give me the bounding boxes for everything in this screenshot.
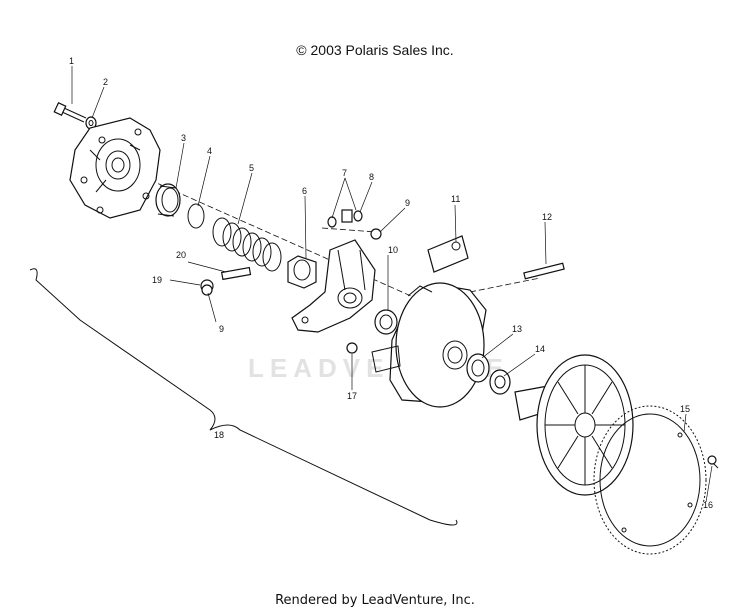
part-12-pin <box>523 262 565 280</box>
callout-9-lower: 9 <box>219 324 224 334</box>
callout-17: 17 <box>347 391 357 401</box>
callout-3: 3 <box>181 133 186 143</box>
callout-20: 20 <box>176 250 186 260</box>
callout-5: 5 <box>249 163 254 173</box>
part-2-washer <box>85 116 97 130</box>
moveable-sheave <box>371 282 487 408</box>
callout-4: 4 <box>207 146 212 156</box>
callout-2: 2 <box>103 77 108 87</box>
callout-18: 18 <box>214 430 224 440</box>
callout-9-upper: 9 <box>405 198 410 208</box>
part-10-washer <box>374 309 398 335</box>
callout-12: 12 <box>542 212 552 222</box>
center-axis-line <box>149 179 421 301</box>
part-9-nut-upper <box>370 228 382 240</box>
rendered-by-footer: Rendered by LeadVenture, Inc. <box>275 593 475 608</box>
leader-lines <box>71 66 713 503</box>
callout-8: 8 <box>369 172 374 182</box>
callout-6: 6 <box>302 186 307 196</box>
callout-16: 16 <box>703 500 713 510</box>
part-3-bushing <box>155 183 181 217</box>
callout-1: 1 <box>69 56 74 66</box>
part-16-screw <box>707 455 719 469</box>
part-20-pin <box>220 266 252 281</box>
cover-plate <box>69 117 161 219</box>
part-1-bolt <box>53 101 87 123</box>
spider-arm <box>291 239 376 333</box>
part-15-ring-gear <box>593 405 707 555</box>
part-13-bushing <box>466 353 490 383</box>
part-5-spring <box>212 217 282 272</box>
assembly-bracket <box>29 268 458 526</box>
callout-13: 13 <box>512 324 522 334</box>
callout-11: 11 <box>451 194 460 204</box>
callout-19: 19 <box>152 275 162 285</box>
callout-15: 15 <box>680 404 690 414</box>
part-11-plate <box>427 235 469 273</box>
callout-14: 14 <box>535 344 545 354</box>
part-17-screw <box>346 342 358 354</box>
part-6-roller <box>287 255 317 289</box>
fixed-sheave <box>514 354 634 496</box>
part-4-snap-ring <box>187 203 205 229</box>
part-14-washer <box>489 369 511 395</box>
part-7-8-hardware <box>321 209 377 233</box>
pin-axis-line <box>469 277 541 293</box>
callout-10: 10 <box>388 245 398 255</box>
part-9-plug-lower <box>201 284 213 296</box>
copyright-notice: © 2003 Polaris Sales Inc. <box>296 42 454 58</box>
callout-7: 7 <box>342 168 347 178</box>
